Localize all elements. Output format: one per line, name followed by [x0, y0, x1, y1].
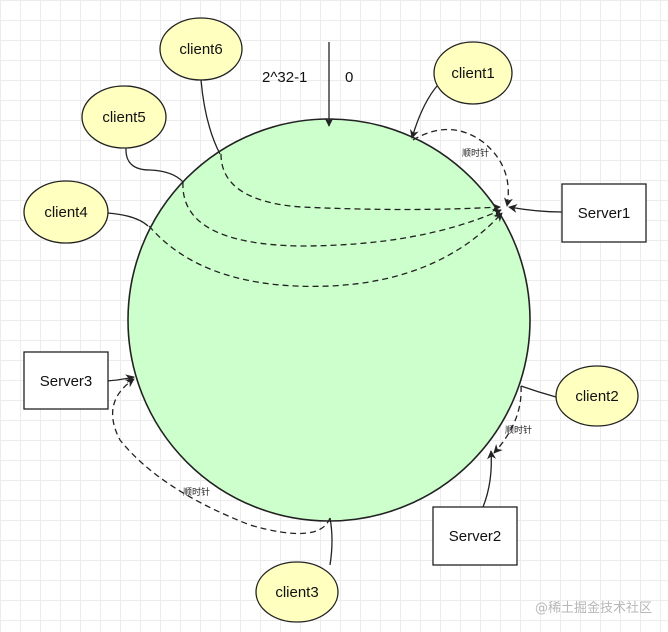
- client3-label: client3: [275, 584, 318, 601]
- server3-connector: [106, 374, 135, 384]
- server2-connector: [482, 450, 497, 508]
- client2-label: client2: [575, 388, 618, 405]
- client4-ellipse: [23, 180, 109, 244]
- client6-connector: [200, 79, 221, 155]
- client6-clockwise-path: [220, 153, 501, 212]
- server1-connector: [508, 203, 563, 213]
- client1-clockwise-path: [412, 128, 513, 207]
- server2-box: [432, 506, 518, 566]
- client6-ellipse: [159, 17, 243, 81]
- client5-connector: [125, 147, 184, 183]
- server1-label: Server1: [578, 205, 631, 222]
- ring-zero-label: 0: [345, 69, 353, 86]
- client6-node: client6: [159, 17, 243, 81]
- client2-ellipse: [555, 365, 639, 427]
- clockwise-label-2: 顺时针: [505, 424, 532, 436]
- hash-ring: [127, 118, 531, 522]
- client1-ellipse: [433, 41, 513, 105]
- client3-connector: [329, 517, 333, 566]
- client5-label: client5: [102, 109, 145, 126]
- watermark-text: @稀土掘金技术社区: [535, 600, 652, 616]
- client2-clockwise-path: [493, 385, 522, 454]
- client3-node: client3: [255, 561, 339, 623]
- server3-node: Server3: [23, 351, 109, 410]
- client6-label: client6: [179, 41, 222, 58]
- server2-node: Server2: [432, 506, 518, 566]
- client4-connector: [106, 212, 149, 227]
- client1-node: client1: [433, 41, 513, 105]
- client2-node: client2: [555, 365, 639, 427]
- client3-clockwise-path: [112, 378, 331, 535]
- client4-clockwise-path: [148, 212, 503, 288]
- server1-node: Server1: [561, 183, 647, 243]
- client1-connector: [409, 85, 438, 139]
- client4-node: client4: [23, 180, 109, 244]
- server3-label: Server3: [40, 373, 93, 390]
- client4-label: client4: [44, 204, 87, 221]
- server3-box: [23, 351, 109, 410]
- ring-max-label: 2^32-1: [262, 69, 307, 86]
- client2-connector: [520, 385, 557, 398]
- client3-ellipse: [255, 561, 339, 623]
- server2-label: Server2: [449, 528, 502, 545]
- clockwise-label-3: 顺时针: [183, 486, 210, 498]
- client5-ellipse: [81, 85, 167, 149]
- client5-clockwise-path: [182, 181, 502, 247]
- clockwise-label-1: 顺时针: [462, 147, 489, 159]
- client5-node: client5: [81, 85, 167, 149]
- server1-box: [561, 183, 647, 243]
- client1-label: client1: [451, 65, 494, 82]
